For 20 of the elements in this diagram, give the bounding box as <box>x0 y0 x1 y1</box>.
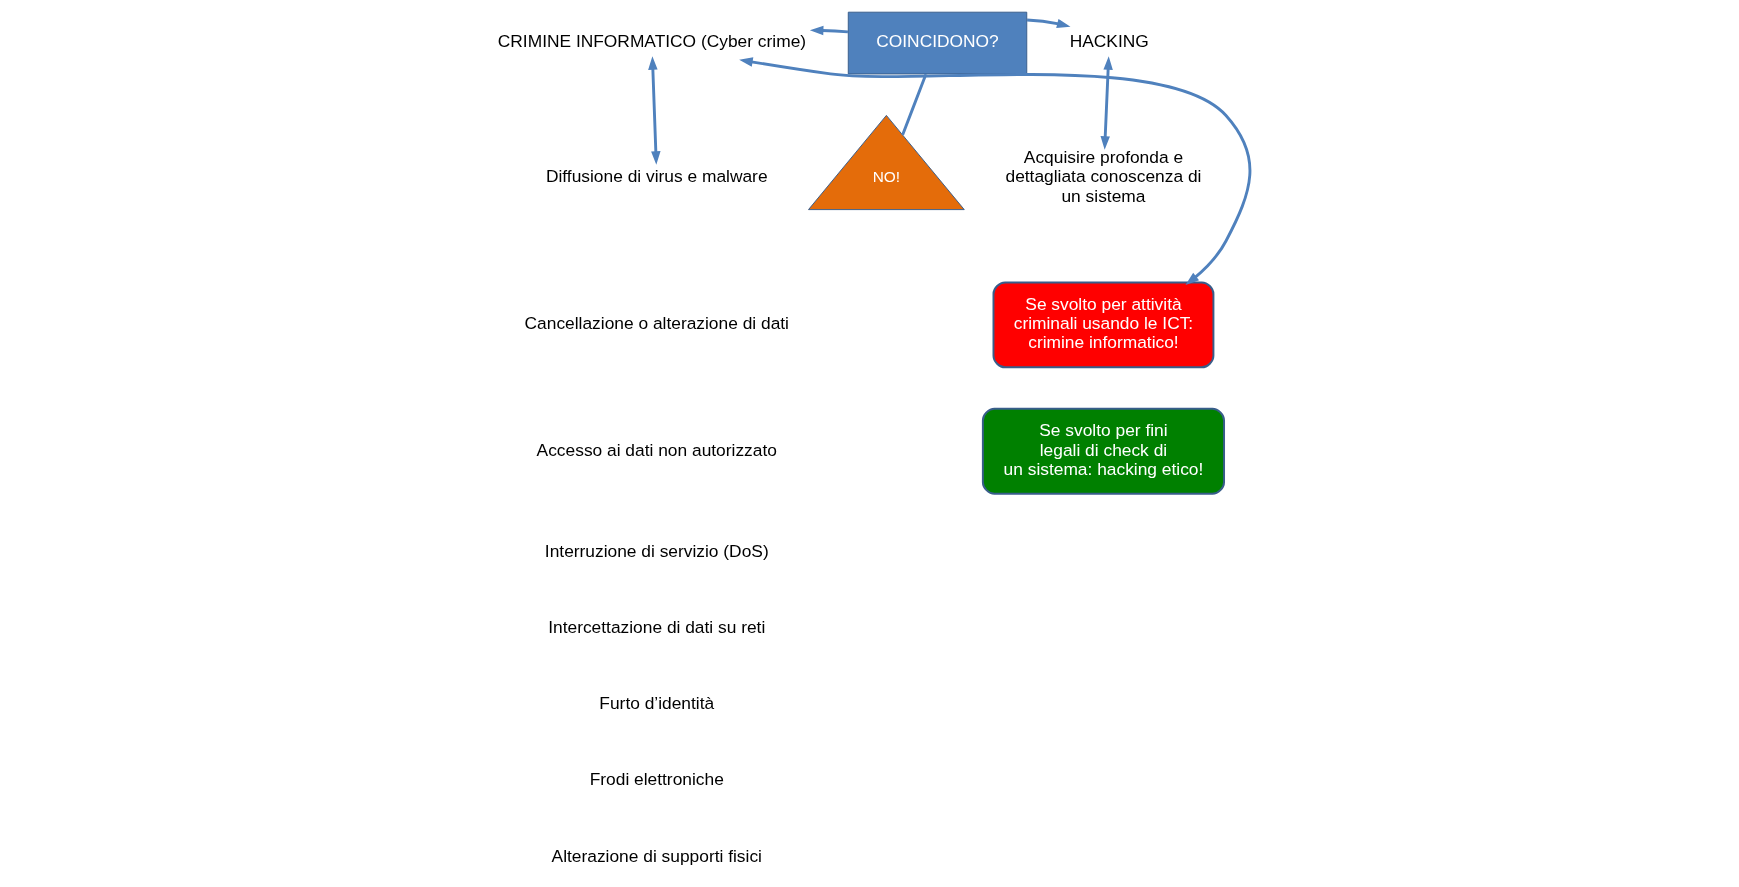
label: Cancellazione o alterazione di dati <box>524 313 789 334</box>
node-text: Diffusione di virus e malware <box>545 166 768 187</box>
node-text: HACKING <box>1069 31 1149 52</box>
label: Frodi elettroniche <box>589 769 724 790</box>
label: Furto d’identità <box>598 693 714 714</box>
node-box: COINCIDONO? <box>847 11 1027 75</box>
node-box: Se svolto per fini legali di check di un sistema: hacking etico! <box>981 407 1225 495</box>
arrow <box>809 25 848 36</box>
label: Accesso ai dati non autorizzato <box>536 439 777 460</box>
node-box: Se svolto per attività criminali usando le ICT: crimine informatico! <box>992 281 1214 369</box>
arrow <box>1100 56 1113 150</box>
node-text: CRIMINE INFORMATICO (Cyber crime) <box>497 31 806 52</box>
connector <box>900 73 927 136</box>
label: Interruzione di servizio (DoS) <box>544 540 769 561</box>
arrow <box>738 57 1251 285</box>
arrow <box>647 56 661 165</box>
node-text: Acquisire profonda e dettagliata conoscenza di un sistema <box>1005 147 1201 206</box>
arrow <box>1026 18 1070 29</box>
label: Alterazione di supporti fisici <box>551 845 762 866</box>
label: Intercettazione di dati su reti <box>547 617 765 638</box>
